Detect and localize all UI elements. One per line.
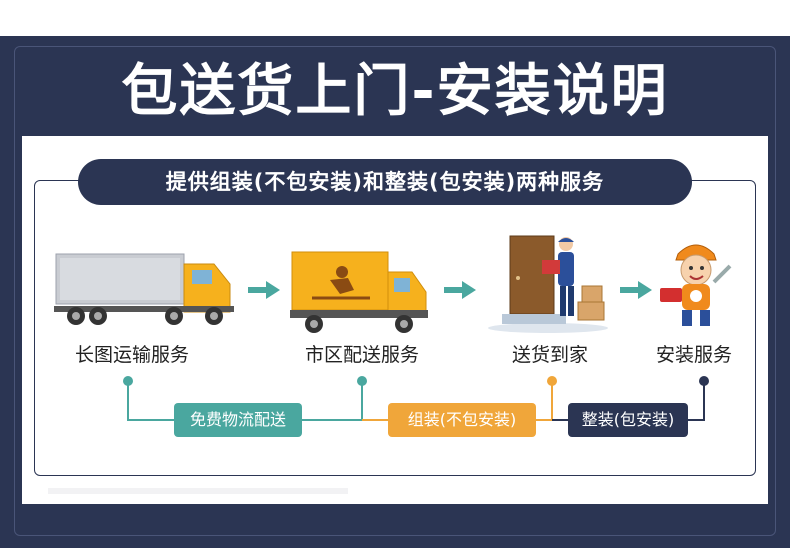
subtitle-banner: 提供组装(不包安装)和整装(包安装)两种服务 xyxy=(78,159,692,205)
frame-border xyxy=(14,46,776,536)
step-label-installation: 安装服务 xyxy=(655,344,732,366)
tag-assembly-no-install: 组装(不包安装) xyxy=(388,403,536,437)
step-dot xyxy=(357,376,367,386)
step-dot xyxy=(699,376,709,386)
decorative-bar xyxy=(48,488,348,494)
truck-icon xyxy=(54,253,234,325)
step-dot xyxy=(123,376,133,386)
tag-free-logistics: 免费物流配送 xyxy=(174,403,302,437)
arrow-right-icon xyxy=(248,281,280,299)
installer-mascot-icon xyxy=(660,244,732,326)
step-label-home-delivery: 送货到家 xyxy=(511,344,588,366)
step-label-city-delivery: 市区配送服务 xyxy=(304,344,419,366)
delivery-person-icon xyxy=(488,235,608,333)
step-label-long-haul: 长图运输服务 xyxy=(74,344,189,366)
arrow-right-icon xyxy=(444,281,476,299)
delivery-truck-icon xyxy=(290,251,428,333)
page-title: 包送货上门-安装说明 xyxy=(121,59,669,124)
arrow-right-icon xyxy=(620,281,652,299)
step-dot xyxy=(547,376,557,386)
tag-full-install: 整装(包安装) xyxy=(568,403,688,437)
